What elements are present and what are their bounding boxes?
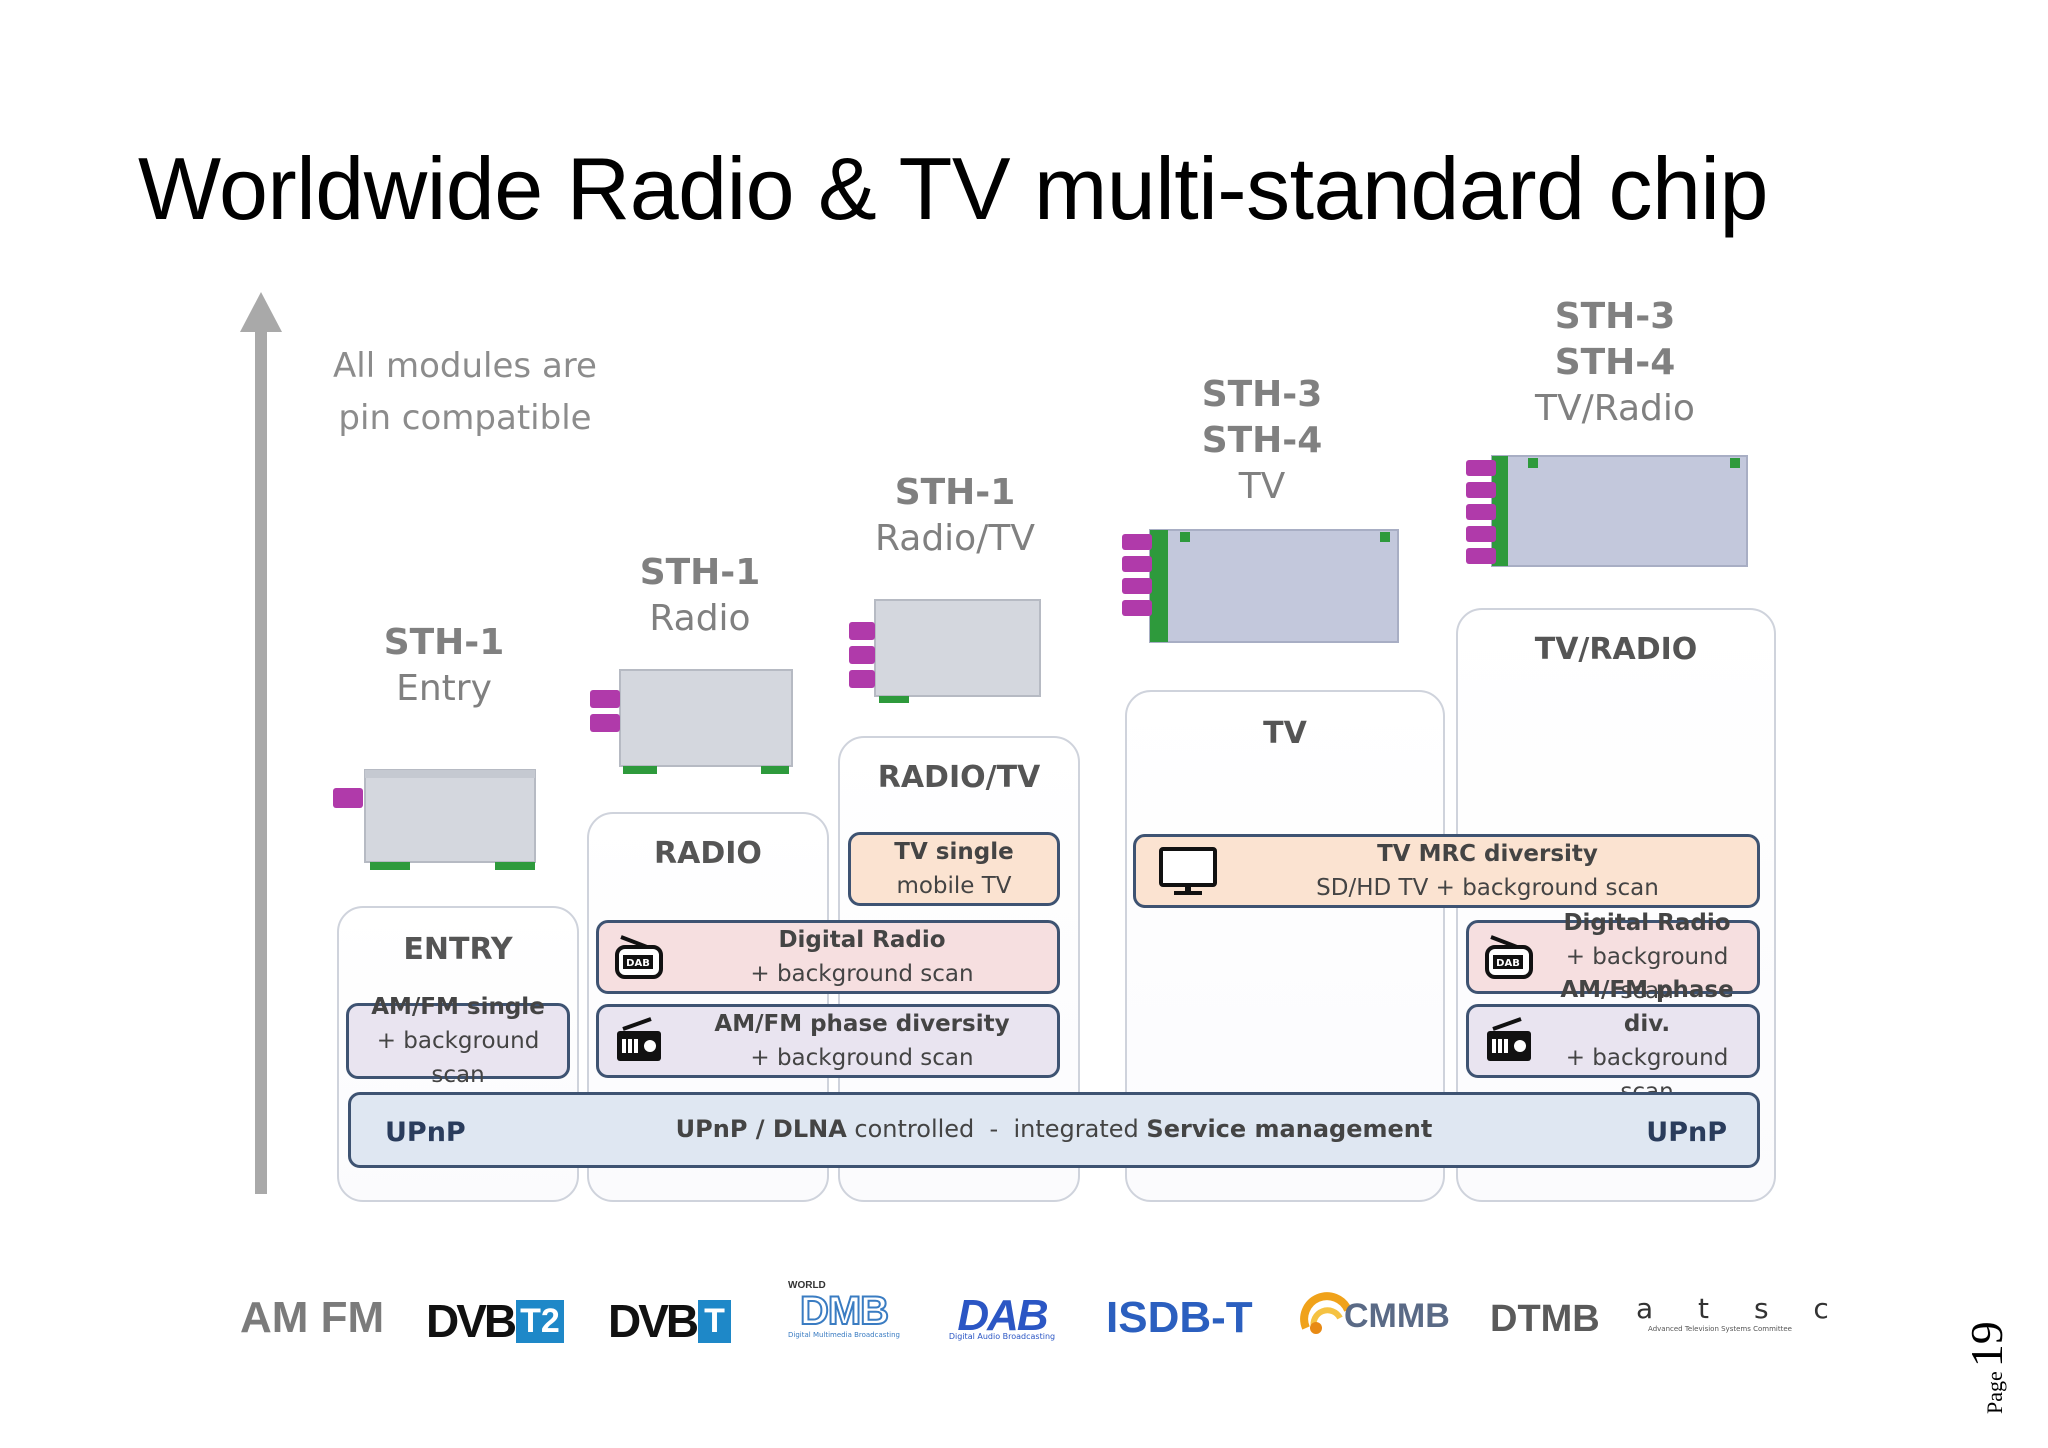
dvbt2-logo-text: DVB <box>426 1295 517 1347</box>
feature-tv-mrc-diversity: TV MRC diversity SD/HD TV + background s… <box>1133 834 1760 908</box>
feature-title: Digital Radio <box>1563 910 1731 936</box>
world-dmb-logo: WORLD DMB Digital Multimedia Broadcastin… <box>784 1280 904 1339</box>
module-image-tvradio <box>1466 455 1748 567</box>
slide-title: Worldwide Radio & TV multi-standard chip <box>138 139 1768 238</box>
dab-radio-icon: DAB <box>1485 935 1533 979</box>
feature-tv-single: TV single mobile TV <box>848 832 1060 906</box>
integrated-label: integrated <box>1013 1115 1139 1143</box>
feature-amfm-single: AM/FM single + background scan <box>346 994 570 1088</box>
product-name-2: STH-4 <box>1201 420 1323 461</box>
dvbt2-logo-badge: T2 <box>516 1299 564 1343</box>
page-label: Page <box>1982 1371 2007 1414</box>
dvbt-logo-text: DVB <box>608 1295 699 1347</box>
dvbt2-logo: DVB T2 <box>426 1294 564 1348</box>
vertical-arrow <box>240 292 282 1194</box>
feature-sub: SD/HD TV + background scan <box>1316 875 1659 901</box>
dvbt-logo-badge: T <box>698 1299 731 1343</box>
feature-sub: + background scan <box>1565 944 1729 1004</box>
note-line-2: pin compatible <box>338 398 592 438</box>
upnp-bar-text: UPnP / DLNA controlled - integrated Serv… <box>351 1115 1757 1143</box>
world-dmb-top: WORLD <box>788 1280 826 1291</box>
column-heading: RADIO/TV <box>877 760 1041 795</box>
column-heading: RADIO <box>654 836 762 871</box>
feature-digital-radio: DAB Digital Radio + background scan <box>596 920 1060 994</box>
product-sub: TV <box>1238 466 1286 507</box>
atsc-logo: a t s c Advanced Television Systems Comm… <box>1636 1292 1847 1333</box>
dtmb-logo: DTMB <box>1490 1298 1600 1340</box>
product-sub: Radio/TV <box>875 518 1035 559</box>
cmmb-logo: CMMB <box>1300 1284 1450 1336</box>
product-label-radiotv: STH-1 Radio/TV <box>860 470 1050 562</box>
svg-text:DAB: DAB <box>1496 958 1520 969</box>
product-label-tvradio: STH-3 STH-4 TV/Radio <box>1520 294 1710 432</box>
pin-compatible-note: All modules are pin compatible <box>300 340 630 444</box>
product-name-2: STH-4 <box>1554 342 1676 383</box>
note-line-1: All modules are <box>333 346 597 386</box>
feature-sub: + background scan <box>750 1045 974 1071</box>
isdbt-logo: ISDB-T <box>1106 1293 1253 1342</box>
product-name: STH-1 <box>639 552 761 593</box>
column-heading: ENTRY <box>403 932 513 967</box>
dab-radio-icon: DAB <box>615 935 663 979</box>
feature-sub: mobile TV <box>896 873 1012 899</box>
product-name: STH-1 <box>383 622 505 663</box>
dab-logo-sub: Digital Audio Broadcasting <box>948 1332 1056 1341</box>
world-dmb-sub: Digital Multimedia Broadcasting <box>788 1331 900 1339</box>
cmmb-sun-icon <box>1300 1292 1350 1334</box>
upnp-logo-left: UPnP <box>385 1117 466 1148</box>
product-label-entry: STH-1 Entry <box>364 620 524 712</box>
module-image-entry <box>333 769 536 870</box>
feature-digital-radio-2: DAB Digital Radio + background scan <box>1466 910 1760 1004</box>
product-name: STH-3 <box>1201 374 1323 415</box>
controlled-label: controlled <box>854 1115 975 1143</box>
page-number-value: 19 <box>1961 1321 2012 1368</box>
product-sub: Radio <box>649 598 751 639</box>
column-heading: TV/RADIO <box>1534 632 1698 667</box>
product-name: STH-1 <box>894 472 1016 513</box>
product-label-radio: STH-1 Radio <box>620 550 780 642</box>
feature-amfm-phase-div: AM/FM phase div. + background scan <box>1466 977 1760 1105</box>
amfm-logo: AM FM <box>240 1293 385 1342</box>
page-number: Page 19 <box>1938 1290 2048 1420</box>
radio-icon <box>1487 1017 1531 1061</box>
product-sub: Entry <box>396 668 492 709</box>
upnp-dlna-bar: UPnP UPnP / DLNA controlled - integrated… <box>348 1092 1760 1168</box>
tv-monitor-icon <box>1159 847 1217 895</box>
world-dmb-text: DMB <box>799 1289 890 1333</box>
radio-icon <box>617 1017 661 1061</box>
feature-sub: + background scan <box>376 1028 540 1088</box>
dab-logo-text: DAB <box>957 1291 1048 1340</box>
feature-title: AM/FM phase diversity <box>714 1011 1010 1037</box>
svg-text:DAB: DAB <box>626 958 650 969</box>
service-management-label: Service management <box>1146 1115 1433 1143</box>
upnp-logo-right: UPnP <box>1646 1117 1727 1148</box>
product-sub: TV/Radio <box>1535 388 1695 429</box>
separator: - <box>989 1115 999 1143</box>
dvbt-logo: DVB T <box>608 1294 731 1348</box>
cmmb-logo-text: CMMB <box>1344 1297 1450 1335</box>
feature-sub: + background scan <box>750 961 974 987</box>
feature-amfm-phase-diversity: AM/FM phase diversity + background scan <box>596 1004 1060 1078</box>
atsc-logo-sub: Advanced Television Systems Committee <box>1648 1325 1792 1333</box>
module-image-radio <box>590 669 793 774</box>
feature-title: AM/FM single <box>371 994 545 1020</box>
feature-title: TV single <box>894 839 1014 865</box>
product-label-tv: STH-3 STH-4 TV <box>1182 372 1342 510</box>
dab-logo: DAB Digital Audio Broadcasting <box>938 1291 1066 1342</box>
feature-title: AM/FM phase div. <box>1560 977 1734 1037</box>
atsc-logo-text: a t s c <box>1636 1292 1847 1325</box>
feature-title: Digital Radio <box>778 927 946 953</box>
module-image-radiotv <box>849 599 1041 703</box>
feature-title: TV MRC diversity <box>1377 841 1598 867</box>
column-heading: TV <box>1263 716 1307 751</box>
upnp-dlna-label: UPnP / DLNA <box>675 1115 847 1143</box>
product-name: STH-3 <box>1554 296 1676 337</box>
module-image-tv <box>1122 529 1399 643</box>
